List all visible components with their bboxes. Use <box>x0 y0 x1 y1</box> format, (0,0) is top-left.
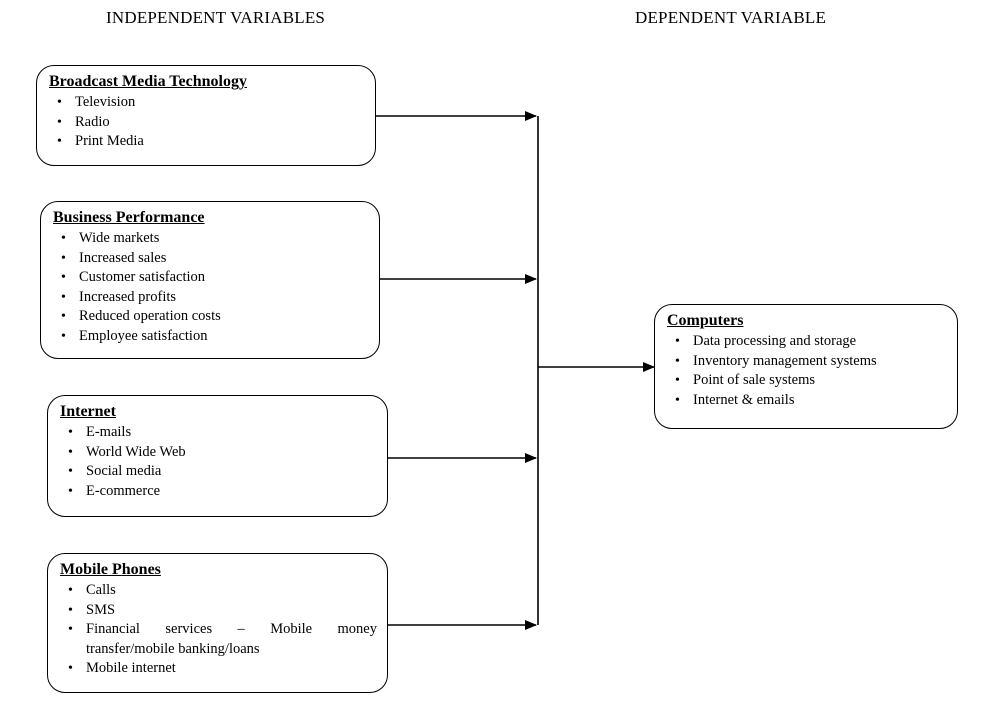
list-item: Data processing and storage <box>675 332 947 352</box>
list-item: Social media <box>68 462 377 482</box>
list-item: Television <box>57 93 365 113</box>
box-business-performance: Business Performance Wide markets Increa… <box>40 201 380 359</box>
box-internet: Internet E-mails World Wide Web Social m… <box>47 395 388 517</box>
box-title: Mobile Phones <box>60 561 161 578</box>
list-item: Internet & emails <box>675 391 947 411</box>
list-item: E-mails <box>68 423 377 443</box>
box-title: Business Performance <box>53 209 205 226</box>
list-item: Reduced operation costs <box>61 307 369 327</box>
list-item: E-commerce <box>68 482 377 502</box>
item-list: E-mails World Wide Web Social media E-co… <box>60 423 377 501</box>
list-item: Point of sale systems <box>675 371 947 391</box>
item-list: Calls SMS Financial services – Mobile mo… <box>60 581 377 679</box>
list-item: Wide markets <box>61 229 369 249</box>
box-title: Computers <box>667 312 744 329</box>
box-broadcast-media-technology: Broadcast Media Technology Television Ra… <box>36 65 376 166</box>
list-item: Inventory management systems <box>675 352 947 372</box>
box-mobile-phones: Mobile Phones Calls SMS Financial servic… <box>47 553 388 693</box>
independent-variables-heading: INDEPENDENT VARIABLES <box>106 8 326 27</box>
list-item: Increased profits <box>61 288 369 308</box>
list-item: SMS <box>68 601 377 621</box>
list-item: Print Media <box>57 132 365 152</box>
list-item: Customer satisfaction <box>61 268 369 288</box>
item-list: Data processing and storage Inventory ma… <box>667 332 947 410</box>
list-item: Calls <box>68 581 377 601</box>
box-title: Internet <box>60 403 116 420</box>
list-item: Financial services – Mobile money <box>68 620 377 640</box>
list-item: Increased sales <box>61 249 369 269</box>
box-computers: Computers Data processing and storage In… <box>654 304 958 429</box>
item-list: Television Radio Print Media <box>49 93 365 152</box>
dependent-variable-heading: DEPENDENT VARIABLE <box>635 8 827 27</box>
list-item: Employee satisfaction <box>61 327 369 347</box>
box-title: Broadcast Media Technology <box>49 73 247 90</box>
item-list: Wide markets Increased sales Customer sa… <box>53 229 369 347</box>
list-item: Radio <box>57 113 365 133</box>
list-item: Mobile internet <box>68 659 377 679</box>
list-item-continuation: transfer/mobile banking/loans <box>86 640 260 657</box>
list-item: World Wide Web <box>68 443 377 463</box>
